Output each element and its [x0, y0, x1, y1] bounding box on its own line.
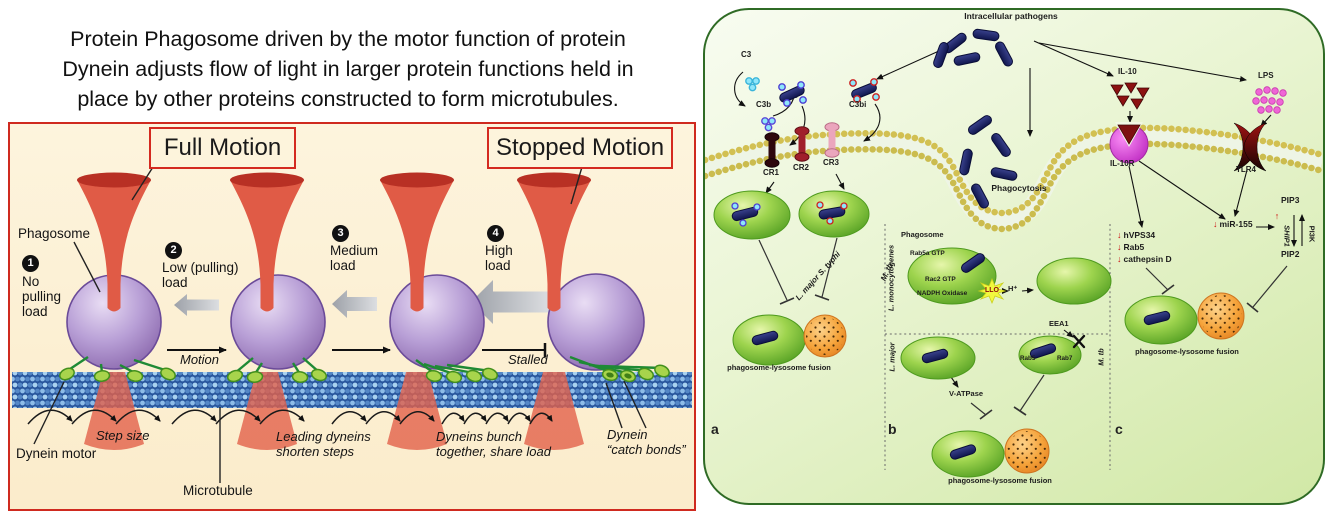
down-arrow-icon: ↓	[1213, 219, 1218, 229]
rab5a-gtp-label: Rab5a GTP	[910, 250, 945, 257]
c3b-label: C3b	[756, 100, 772, 109]
mir155-row: ↓ miR-155	[1213, 219, 1253, 229]
bacteria-rods	[777, 28, 1019, 211]
stage-1-badge: 1	[22, 255, 39, 272]
hvps34-row: ↓ hVPS34	[1117, 230, 1155, 240]
stalled-label: Stalled	[508, 352, 548, 367]
c3-label: C3	[741, 50, 752, 59]
load-arrows	[174, 280, 550, 324]
lps-label: LPS	[1258, 71, 1274, 80]
dynein-heads	[59, 364, 670, 384]
llo-label: LLO	[985, 286, 999, 294]
b-lmonocytogenes-label: L. monocytogenes	[886, 244, 896, 312]
inhibition-lines	[758, 237, 1288, 420]
motion-label: Motion	[180, 352, 220, 367]
cathepsin-row: ↓ cathepsin D	[1117, 254, 1172, 264]
dynein-motor-label: Dynein motor	[16, 446, 97, 461]
v-atpase-label: V-ATPase	[949, 389, 984, 398]
pip2-label: PIP2	[1281, 249, 1300, 259]
pointer-lines	[33, 166, 647, 483]
phagocytosis-label: Phagocytosis	[991, 183, 1047, 193]
il10r-receptor	[1109, 122, 1149, 164]
stage-4-badge: 4	[487, 225, 504, 242]
tlr4-receptor	[1233, 122, 1267, 172]
b-mtb-label: M. tb	[1096, 348, 1106, 366]
panel-letter-c: c	[1115, 421, 1123, 437]
c-fusion-label: phagosome-lysosome fusion	[1135, 347, 1239, 356]
ship1-label: SHIP1	[1282, 225, 1292, 247]
cr2-receptor	[794, 126, 810, 162]
nadph-oxidase-label: NADPH Oxidase	[917, 290, 968, 297]
dynein-stalks	[66, 355, 663, 376]
c3bi-label: C3bi	[849, 100, 867, 109]
blocked-x-icon	[1072, 334, 1086, 349]
stage-1-label: No pulling load	[22, 274, 62, 320]
microtubule-label: Microtubule	[183, 483, 253, 498]
intracellular-pathogens-label: Intracellular pathogens	[964, 11, 1058, 21]
full-motion-callout: Full Motion	[149, 127, 296, 169]
phagosome-label: Phagosome	[18, 226, 91, 241]
b-fusion-label: phagosome-lysosome fusion	[948, 476, 1052, 485]
stage-3-badge: 3	[332, 225, 349, 242]
down-arrow-icon: ↓	[1117, 242, 1122, 252]
pathway-arrows	[734, 40, 1305, 388]
cr3-label: CR3	[823, 158, 840, 167]
figure-title: Protein Phagosome driven by the motor fu…	[62, 27, 634, 111]
cr2-label: CR2	[793, 163, 810, 172]
down-arrow-icon: ↓	[1117, 230, 1122, 240]
a-fusion-label: phagosome-lysosome fusion	[727, 363, 831, 372]
pathway-graphics	[705, 28, 1322, 478]
dynein-motor-panel: Full Motion Stopped Motion 1 2 3 4 No pu…	[8, 122, 696, 511]
rac2-gtp-label: Rac2 GTP	[925, 276, 956, 283]
cathepsin-label: cathepsin D	[1123, 254, 1172, 264]
tlr4-label: TLR4	[1236, 165, 1256, 174]
leading-dyneins-label: Leading dyneins shorten steps	[276, 429, 371, 459]
pi3k-label: PI3K	[1307, 225, 1317, 243]
cr3-receptor	[824, 122, 840, 158]
rab7-label: Rab7	[1057, 355, 1073, 362]
optical-trap-funnels	[77, 172, 591, 312]
cr1-label: CR1	[763, 168, 780, 177]
b-phagosome-label: Phagosome	[901, 230, 944, 239]
stopped-motion-callout: Stopped Motion	[487, 127, 673, 169]
stage-2-badge: 2	[165, 242, 182, 259]
il10-ligand	[1110, 82, 1150, 110]
stage-3-label: Medium load	[330, 243, 379, 274]
step-size-label: Step size	[96, 428, 150, 443]
down-arrow-icon: ↓	[1117, 254, 1122, 264]
rab5-down-label: Rab5	[1123, 242, 1145, 252]
cr1-receptor	[764, 132, 780, 168]
up-arrow-icon: ↑	[1274, 210, 1280, 221]
llo-starburst	[977, 277, 1007, 305]
panel-letter-a: a	[711, 421, 719, 437]
il10r-label: IL-10R	[1110, 159, 1135, 168]
hvps34-label: hVPS34	[1123, 230, 1156, 240]
trap-beam-cones	[84, 372, 584, 450]
pip3-label: PIP3	[1281, 195, 1300, 205]
il10-label: IL-10	[1118, 67, 1137, 76]
opsonin-dots	[778, 78, 880, 107]
stage-2-label: Low (pulling) load	[162, 260, 239, 291]
b-lmajor-label: L. major	[887, 342, 897, 372]
dynein-diagram-graphics	[12, 166, 692, 483]
macrophage-pathway-panel: Intracellular pathogens Phagocytosis C3 …	[703, 8, 1325, 505]
lysosomes	[803, 292, 1245, 474]
catch-bonds-label: Dynein “catch bonds”	[607, 427, 686, 457]
dyneins-bunch-label: Dyneins bunch together, share load	[436, 429, 551, 459]
stage-4-label: High load	[485, 243, 513, 274]
complement-molecules	[745, 77, 776, 132]
motion-arrows	[167, 343, 547, 357]
rab5-label: Rab5	[1020, 355, 1036, 362]
lps-molecules	[1252, 86, 1287, 114]
rab5-down-row: ↓ Rab5	[1117, 242, 1144, 252]
phagosome-opsonin-dots	[731, 201, 848, 227]
panel-letter-b: b	[888, 421, 897, 437]
eea1-label: EEA1	[1049, 319, 1069, 328]
mir155-label: miR-155	[1219, 219, 1253, 229]
h-plus-label: H⁺	[1008, 284, 1018, 293]
